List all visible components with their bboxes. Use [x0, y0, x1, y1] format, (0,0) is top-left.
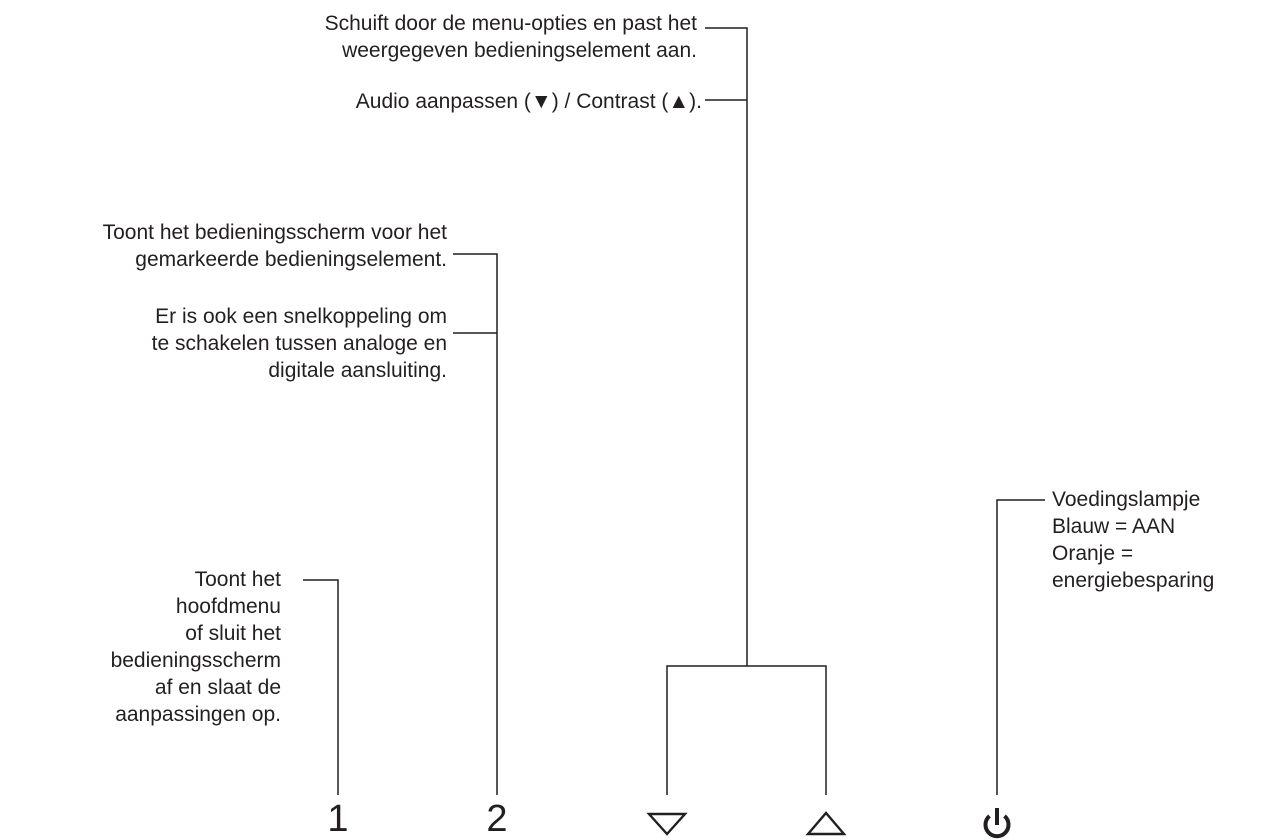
annotation-line: Schuift door de menu-opties en past het	[324, 12, 697, 35]
leader-voeding	[996, 499, 1045, 795]
annotation-line: aanpassingen op.	[115, 703, 281, 726]
annotation-line: af en slaat de	[154, 676, 281, 699]
leader-branch	[666, 665, 827, 795]
power-icon[interactable]	[983, 808, 1011, 839]
annotation-line: of sluit het	[185, 622, 281, 645]
annotation-schuift: Schuift door de menu-opties en past het …	[325, 10, 697, 64]
annotation-line: gemarkeerde bedieningselement.	[135, 248, 447, 271]
annotation-line: digitale aansluiting.	[268, 359, 447, 382]
annotation-line: Oranje =	[1052, 542, 1134, 565]
leader-toont-hoofdmenu	[303, 579, 339, 795]
annotation-voeding: Voedingslampje Blauw = AAN Oranje = ener…	[1052, 486, 1214, 594]
button-1-label[interactable]: 1	[327, 798, 349, 840]
annotation-line: bedieningsscherm	[110, 649, 281, 672]
up-triangle-icon[interactable]	[805, 811, 847, 836]
annotation-line: Voedingslampje	[1052, 488, 1201, 511]
down-triangle-icon[interactable]	[646, 812, 688, 836]
annotation-line: energiebesparing	[1052, 569, 1215, 592]
annotation-line: Blauw = AAN	[1052, 515, 1176, 538]
annotation-toont-hoofdmenu: Toont het hoofdmenu of sluit het bedieni…	[111, 566, 281, 728]
annotation-line: weergegeven bedieningselement aan.	[342, 39, 697, 62]
annotation-line: te schakelen tussen analoge en	[151, 332, 447, 355]
annotation-line: Er is ook een snelkoppeling om	[155, 305, 447, 328]
leader-toont-bediening	[453, 253, 498, 795]
annotation-line: Toont het bedieningsscherm voor het	[102, 221, 447, 244]
leader-schuift	[705, 27, 748, 666]
annotation-line: hoofdmenu	[175, 595, 281, 618]
annotation-line: Toont het	[194, 568, 281, 591]
annotation-audio: Audio aanpassen (▼) / Contrast (▲).	[356, 88, 702, 115]
annotation-toont-bediening: Toont het bedieningsscherm voor het gema…	[103, 219, 447, 273]
annotation-line: Audio aanpassen (▼) / Contrast (▲).	[355, 90, 702, 113]
annotation-snelkoppeling: Er is ook een snelkoppeling om te schake…	[152, 303, 447, 384]
button-2-label[interactable]: 2	[486, 798, 508, 840]
